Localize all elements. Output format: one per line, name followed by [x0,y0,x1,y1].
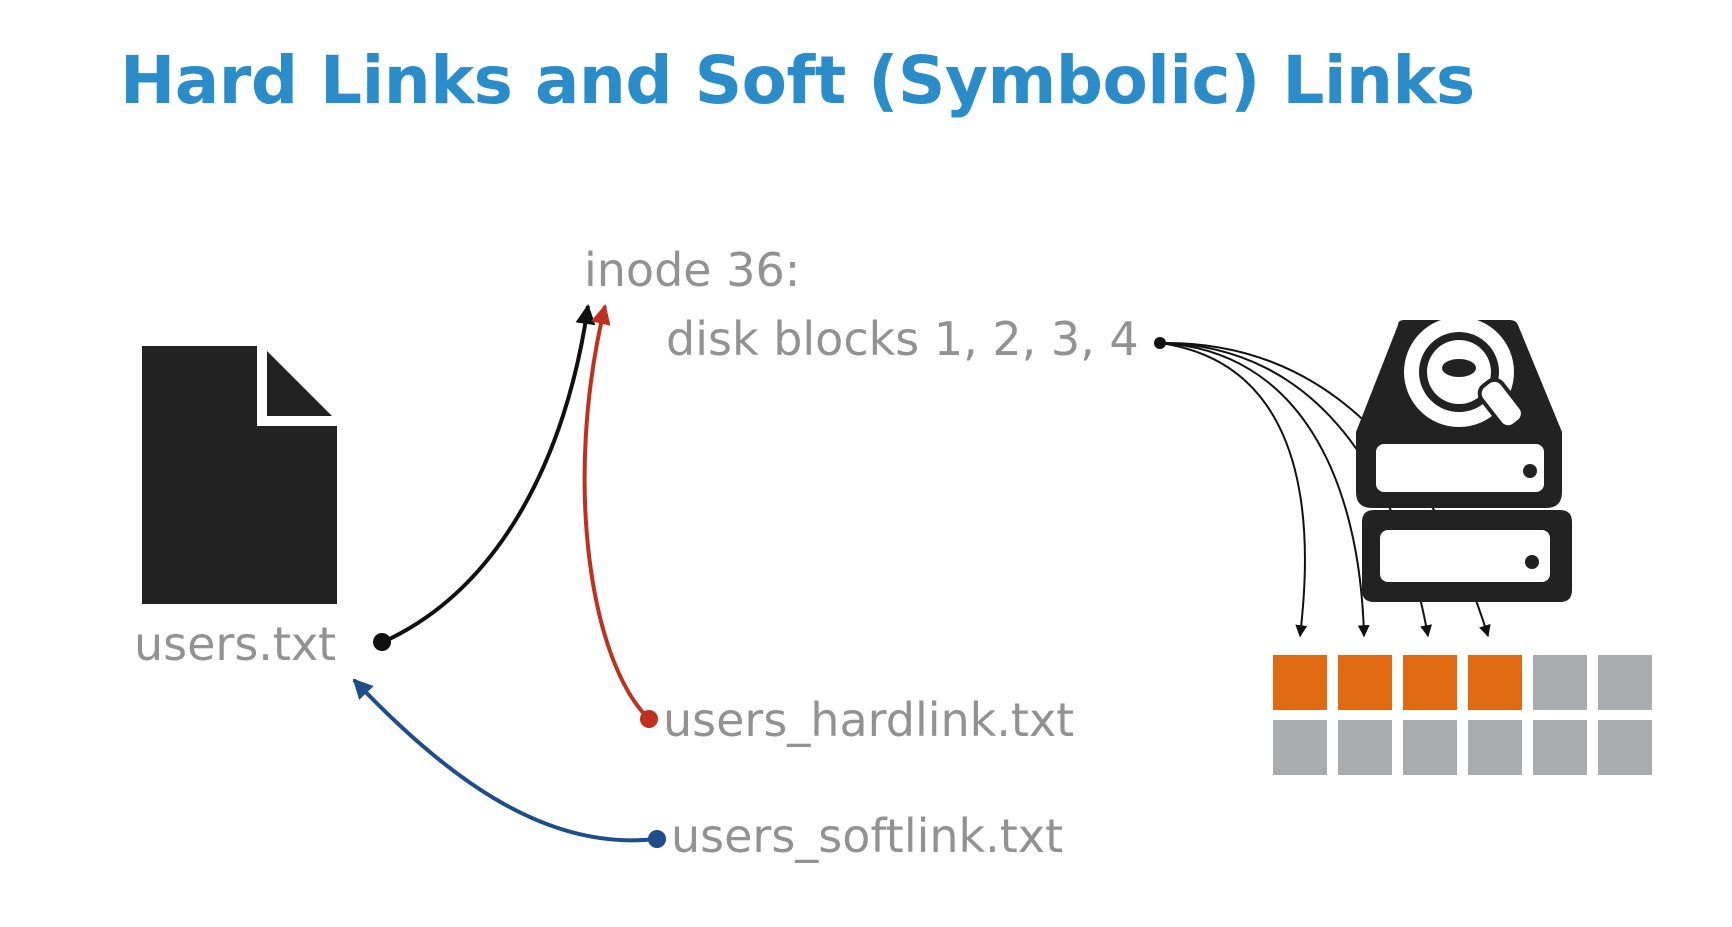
disk-block-7 [1273,720,1327,775]
hardlink-to-inode-arrow [582,304,658,728]
hardlink-label: users_hardlink.txt [663,693,1074,747]
disk-block-8 [1338,720,1392,775]
disk-block-11 [1533,720,1587,775]
disk-block-10 [1468,720,1522,775]
softlink-label: users_softlink.txt [671,809,1063,863]
disk-block-6 [1598,655,1652,710]
file-label: users.txt [134,617,336,671]
slide-title: Hard Links and Soft (Symbolic) Links [120,42,1475,119]
softlink-to-file-arrow [352,678,666,848]
disk-block-9 [1403,720,1457,775]
disk-blocks-grid [1273,655,1652,775]
file-to-inode-arrow [373,304,596,651]
inode-label: inode 36: [584,243,800,297]
disk-block-1 [1273,655,1327,710]
disk-block-2 [1338,655,1392,710]
hard-drive-icon [1356,317,1572,602]
disk-block-12 [1598,720,1652,775]
disk-blocks-label: disk blocks 1, 2, 3, 4 [666,312,1139,366]
disk-block-4 [1468,655,1522,710]
document-icon [142,346,337,604]
disk-block-5 [1533,655,1587,710]
disk-block-3 [1403,655,1457,710]
